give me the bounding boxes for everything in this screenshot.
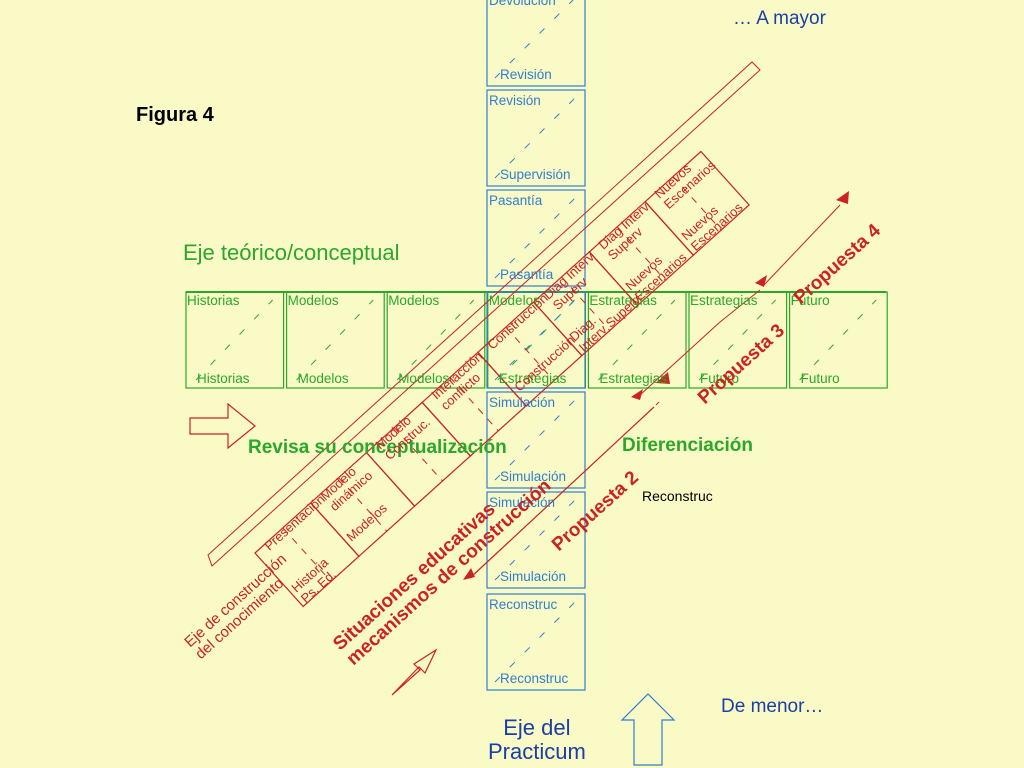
practicum-cell (486, 0, 586, 87)
practicum-axis-line-1: Eje del (503, 715, 571, 740)
theory-cell-top-label: Modelos (287, 293, 339, 308)
theory-cell-bottom-label: Modelos (297, 371, 349, 386)
arrow-diagonal-icon (631, 389, 643, 400)
band-divider (338, 477, 388, 532)
cell-divider (494, 601, 576, 683)
practicum-cell-bottom-label: Simulación (500, 469, 567, 484)
arrow-diagonal-icon (391, 648, 438, 696)
band-divider (449, 377, 499, 432)
proposal-arrows (463, 191, 849, 580)
band-divider (393, 427, 443, 482)
theoretical-axis-label: Eje teórico/conceptual (183, 240, 400, 265)
cell-divider (799, 299, 877, 381)
arrow-diagonal-icon (656, 372, 670, 384)
practicum-cell-top-label: Pasantía (489, 193, 543, 208)
arrow-diagonal-icon (836, 191, 849, 204)
theory-cell-bottom-label: Futuro (700, 371, 740, 386)
theory-cell-top-label: Futuro (790, 293, 830, 308)
theory-cell-top-label: Modelos (388, 293, 440, 308)
theory-cell-bottom-label: Modelos (398, 371, 450, 386)
band-divider (616, 226, 666, 281)
arrow-diagonal-icon (463, 568, 475, 580)
theory-cell-bottom-label: Futuro (800, 371, 840, 386)
arrow-diagonal-icon (755, 275, 767, 287)
band-divider (561, 276, 611, 331)
scale-bottom-label: De menor… (721, 696, 824, 717)
band-cell (644, 150, 750, 257)
practicum-axis-boxes (486, 0, 586, 691)
band-divider (282, 527, 332, 582)
arrow-right-icon (189, 402, 256, 450)
practicum-cell-bottom-label: Pasantía (500, 267, 554, 282)
practicum-cell-top-label: Reconstruc (489, 597, 558, 612)
knowledge-construction-band (207, 61, 761, 608)
practicum-cell-top-label: Simulación (489, 495, 556, 510)
theory-cell-top-label: Estrategias (589, 293, 657, 308)
practicum-cell (486, 291, 586, 389)
theory-cell-top-label: Historias (187, 293, 240, 308)
hollow-arrows (189, 402, 676, 766)
revisa-label: Revisa su conceptualización (248, 437, 507, 458)
theory-cell-top-label: Estrategias (690, 293, 758, 308)
practicum-cell-top-label: Devolución (489, 0, 556, 8)
theory-cell-bottom-label: Historias (197, 371, 250, 386)
band-divider (505, 326, 555, 382)
cell-divider (494, 197, 576, 279)
reconstruc-label: Reconstruc (642, 488, 713, 504)
practicum-cell-top-label: Simulación (489, 395, 556, 410)
cell-divider (296, 299, 374, 381)
practicum-cell (486, 391, 586, 489)
cell-divider (494, 97, 576, 179)
practicum-cell-bottom-label: Reconstruc (500, 671, 569, 686)
practicum-cell (486, 189, 586, 287)
practicum-axis-label: Eje del Practicum (488, 715, 586, 765)
practicum-cell-top-label: Revisión (489, 93, 541, 108)
practicum-cell (486, 593, 586, 691)
practicum-cell-bottom-label: Supervisión (500, 167, 571, 182)
practicum-cell-bottom-label: Simulación (500, 569, 567, 584)
practicum-axis-line-2: Practicum (488, 739, 586, 765)
practicum-cell (486, 89, 586, 187)
theory-cell-bottom-label: Estrategias (498, 371, 567, 386)
arrow-up-icon (620, 693, 676, 766)
practicum-cell-bottom-label: Revisión (500, 67, 552, 82)
figure-title: Figura 4 (136, 104, 214, 126)
cell-divider (195, 299, 273, 381)
band-divider (672, 176, 722, 231)
scale-top-label: … A mayor (733, 8, 826, 29)
theory-cell-bottom-label: Estrategias (599, 371, 667, 386)
practicum-cell (486, 491, 586, 589)
theory-cell-top-label: Modelos (488, 293, 540, 308)
diferenciacion-label: Diferenciación (622, 435, 753, 456)
